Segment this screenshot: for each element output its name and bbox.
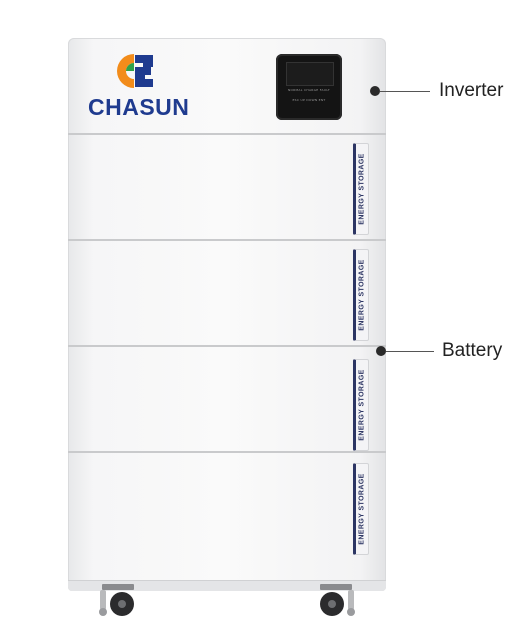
battery-callout-line <box>386 351 434 352</box>
energy-storage-tag-label: ENERGY STORAGE <box>358 259 366 331</box>
energy-storage-tag-label: ENERGY STORAGE <box>358 473 366 545</box>
display-keys-text: ESC UP DOWN ENT <box>292 98 326 102</box>
inverter-callout-dot <box>370 86 380 96</box>
energy-storage-tag: ENERGY STORAGE <box>353 359 369 451</box>
energy-storage-tag: ENERGY STORAGE <box>353 143 369 235</box>
brand-name: CHASUN <box>88 94 190 120</box>
caster-wheel-icon <box>320 584 355 616</box>
battery-callout-label: Battery <box>442 340 503 361</box>
inverter-callout-line <box>380 91 430 92</box>
energy-storage-cabinet: CHASUN NORMAL CHARGE FAULT ESC UP DOWN E… <box>68 38 386 591</box>
battery-module: ENERGY STORAGE <box>68 347 386 453</box>
battery-callout-dot <box>376 346 386 356</box>
caster-wheel-icon <box>99 584 134 616</box>
battery-module: ENERGY STORAGE <box>68 135 386 241</box>
chasun-logo-icon <box>117 54 153 88</box>
inverter-display: NORMAL CHARGE FAULT ESC UP DOWN ENT <box>276 54 342 120</box>
base-plate <box>68 580 386 591</box>
energy-storage-tag-label: ENERGY STORAGE <box>358 153 366 225</box>
inverter-module: CHASUN NORMAL CHARGE FAULT ESC UP DOWN E… <box>68 38 386 135</box>
energy-storage-tag-label: ENERGY STORAGE <box>358 369 366 441</box>
battery-module: ENERGY STORAGE <box>68 453 386 557</box>
energy-storage-tag: ENERGY STORAGE <box>353 249 369 341</box>
lcd-panel <box>286 62 334 86</box>
battery-module: ENERGY STORAGE <box>68 241 386 347</box>
energy-storage-tag: ENERGY STORAGE <box>353 463 369 555</box>
inverter-callout-label: Inverter <box>439 80 504 101</box>
display-status-text: NORMAL CHARGE FAULT <box>287 88 331 92</box>
